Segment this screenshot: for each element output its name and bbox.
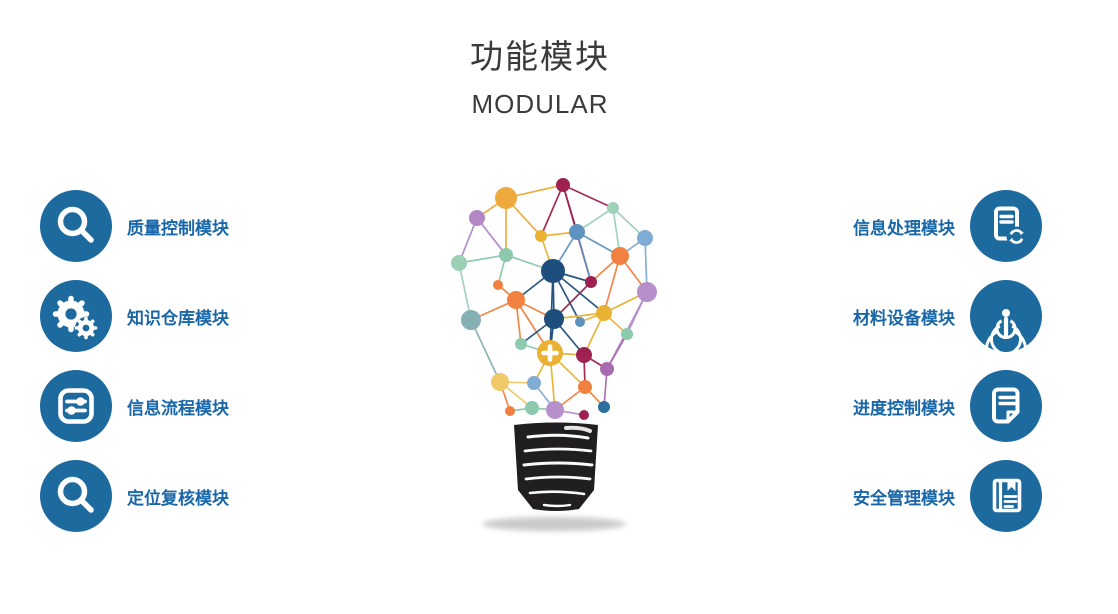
sliders-icon xyxy=(40,370,112,442)
modules-right-column: 信息处理模块 材料设备模块 xyxy=(853,190,1042,532)
module-label: 定位复核模块 xyxy=(127,488,229,508)
module-item-quality-control[interactable]: 质量控制模块 xyxy=(40,190,229,262)
module-label: 进度控制模块 xyxy=(853,398,955,418)
page-subtitle: MODULAR xyxy=(471,89,609,119)
module-item-info-flow[interactable]: 信息流程模块 xyxy=(40,370,229,442)
bulb-shadow xyxy=(482,517,626,531)
module-item-knowledge-base[interactable]: 知识仓库模块 xyxy=(40,280,229,352)
section-header: 功能模块 MODULAR xyxy=(0,0,1118,120)
module-item-position-review[interactable]: 定位复核模块 xyxy=(40,460,229,532)
document-refresh-icon xyxy=(970,190,1042,262)
module-label: 材料设备模块 xyxy=(853,308,955,328)
broadcast-icon xyxy=(970,280,1042,352)
module-label: 质量控制模块 xyxy=(127,218,229,238)
search-icon xyxy=(40,460,112,532)
module-label: 知识仓库模块 xyxy=(127,308,229,328)
module-label: 安全管理模块 xyxy=(853,488,955,508)
document-icon xyxy=(970,370,1042,442)
module-item-progress-control[interactable]: 进度控制模块 xyxy=(853,370,1042,442)
bulb-base xyxy=(514,422,598,511)
lightbulb-illustration xyxy=(448,160,688,540)
modules-left-column: 质量控制模块 xyxy=(40,190,229,532)
module-item-safety-management[interactable]: 安全管理模块 xyxy=(853,460,1042,532)
module-label: 信息处理模块 xyxy=(853,218,955,238)
module-label: 信息流程模块 xyxy=(127,398,229,418)
module-item-materials-equipment[interactable]: 材料设备模块 xyxy=(853,280,1042,352)
page-title: 功能模块 xyxy=(470,38,610,75)
module-item-info-processing[interactable]: 信息处理模块 xyxy=(853,190,1042,262)
network-graph xyxy=(451,178,657,420)
gears-icon xyxy=(40,280,112,352)
search-icon xyxy=(40,190,112,262)
notebook-icon xyxy=(970,460,1042,532)
